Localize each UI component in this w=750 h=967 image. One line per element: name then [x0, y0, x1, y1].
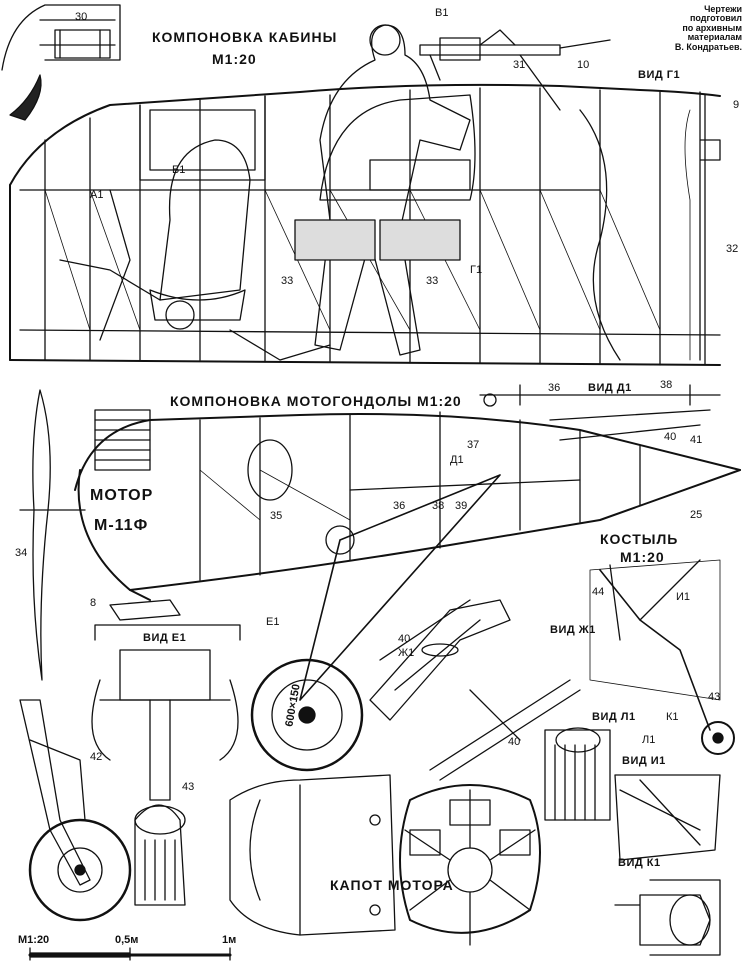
part-number: 40	[664, 431, 677, 443]
credits-block: Чертежи подготовил по архивным материала…	[652, 4, 742, 52]
arrow-d-label: Д1	[450, 454, 464, 466]
cabin-layout-drawing	[1, 4, 721, 441]
credit-line: Чертежи	[704, 4, 742, 14]
motor-label: МОТОР	[90, 487, 154, 504]
part-number: 43	[708, 691, 721, 703]
engine-cowl-drawing	[229, 774, 541, 946]
scale-label-m: M1:20	[18, 934, 50, 946]
cabin-scale: M1:20	[212, 51, 257, 67]
arrow-a-label: А1	[90, 189, 104, 201]
credit-line: В. Кондратьев.	[674, 41, 742, 52]
part-number: 33	[281, 275, 294, 287]
arrow-b-label: Б1	[172, 164, 186, 176]
part-number: 44	[592, 586, 605, 598]
part-number: 8	[90, 597, 97, 609]
part-number: 40	[508, 736, 521, 748]
main-gear-drawing	[19, 699, 132, 922]
view-l-label: ВИД Л1	[592, 711, 636, 723]
part-number: 37	[467, 439, 480, 451]
scale-label-one: 1м	[222, 934, 237, 946]
view-i-label: ВИД И1	[622, 755, 666, 767]
part-number: 34	[15, 547, 28, 559]
part-number: 36	[393, 500, 406, 512]
motor-model: М-11Ф	[94, 517, 149, 534]
view-zh-label: ВИД Ж1	[550, 624, 596, 636]
view-i-drawing	[614, 774, 721, 861]
tailskid-scale: M1:20	[620, 549, 665, 565]
view-g-label: ВИД Г1	[638, 69, 681, 81]
view-d-label: ВИД Д1	[588, 382, 632, 394]
scale-bar	[28, 947, 232, 961]
part-number: 25	[690, 509, 703, 521]
part-number: 9	[733, 99, 740, 111]
part-number: 43	[182, 781, 195, 793]
arrow-l-label: Л1	[642, 734, 656, 746]
view-e-drawing	[91, 624, 241, 801]
arrow-zh-label: Ж1	[398, 647, 415, 659]
arrow-k-label: К1	[666, 711, 679, 723]
arrow-g-label: Г1	[470, 264, 483, 276]
part-number: 31	[513, 59, 526, 71]
part-number: 40	[398, 633, 411, 645]
part-number: 32	[726, 243, 739, 255]
part-number: 39	[455, 500, 468, 512]
arrow-i-label: И1	[676, 591, 691, 603]
credit-line: подготовил	[689, 13, 742, 24]
part-number: 36	[548, 382, 561, 394]
tailskid-title: КОСТЫЛЬ	[600, 531, 679, 547]
view-k-label: ВИД К1	[618, 857, 661, 869]
credit-line: материалам	[687, 32, 742, 43]
nacelle-title: КОМПОНОВКА МОТОГОНДОЛЫ M1:20	[170, 393, 462, 409]
part-number: 10	[577, 59, 590, 71]
part-number: 38	[432, 500, 445, 512]
part-number: 30	[75, 11, 88, 23]
tailskid-drawing	[589, 559, 735, 755]
cabin-title: КОМПОНОВКА КАБИНЫ	[152, 29, 338, 45]
part-number: 38	[660, 379, 673, 391]
arrow-v-label: В1	[435, 7, 449, 19]
cowl-title: КАПОТ МОТОРА	[330, 877, 454, 893]
part-number: 41	[690, 434, 703, 446]
view-e-label: ВИД Е1	[143, 632, 187, 644]
part-number: 33	[426, 275, 439, 287]
part-number: 42	[90, 751, 103, 763]
part-number: 35	[270, 510, 283, 522]
view-l-drawing	[544, 727, 611, 821]
credit-line: по архивным	[682, 22, 742, 33]
arrow-e-label: Е1	[266, 616, 280, 628]
view-zh-drawing	[369, 599, 581, 781]
nacelle-layout-drawing	[19, 389, 741, 772]
scale-label-half: 0,5м	[115, 934, 139, 946]
wheel-fairing-drawing	[134, 804, 186, 906]
view-k-drawing	[614, 879, 721, 956]
